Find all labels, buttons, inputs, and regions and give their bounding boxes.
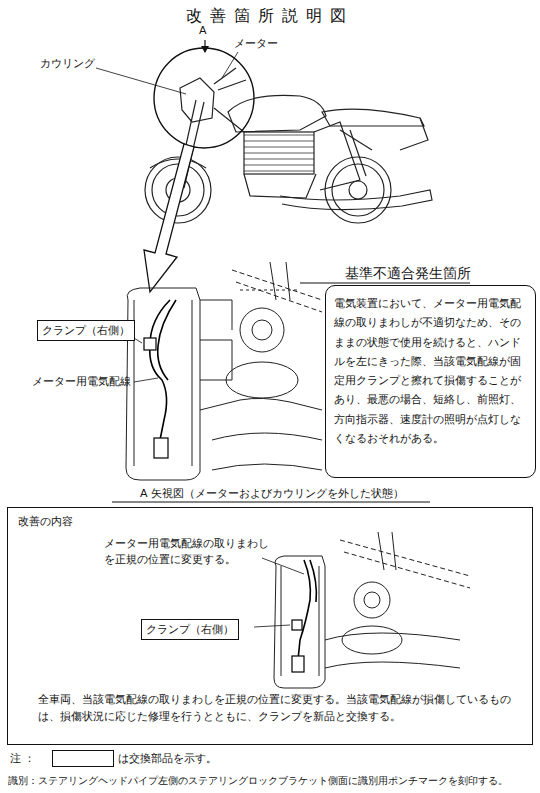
leader-line — [222, 52, 238, 78]
leader-line — [134, 378, 158, 382]
meter-wire — [298, 560, 316, 660]
leader-line — [254, 625, 290, 627]
improved-drawing — [274, 532, 470, 688]
detail-circle — [154, 48, 254, 148]
leader-line — [262, 558, 304, 574]
note-text: 全車両、当該電気配線の取りまわしを正規の位置に変更する。当該電気配線が損傷してい… — [38, 692, 524, 725]
part-label: メーター — [234, 36, 278, 51]
part-label: 識別：ステアリングヘッドパイプ左側のステアリングロックブラケット側面に識別用ポン… — [8, 774, 536, 787]
legend-text: は交換部品を示す。 — [118, 751, 217, 766]
node-box: 改善の内容メーター用電気配線の取りまわしを正規の位置に変更する。全車両、当該電気… — [7, 507, 533, 745]
title: 改善箇所説明図 — [0, 6, 540, 27]
view-a-drawing — [126, 262, 322, 480]
section-heading: 基準不適合発生箇所 — [345, 265, 471, 283]
part-label: カウリング — [40, 56, 95, 71]
section-heading: 改善の内容 — [18, 514, 73, 529]
part-label: 注 ： — [10, 751, 36, 766]
node-box: 基準不適合発生箇所電気装置において、メーター用電気配線の取りまわしが不適切なため… — [300, 263, 536, 480]
callout-text: 電気装置において、メーター用電気配線の取りまわしが不適切なため、そのままの状態で… — [334, 294, 527, 448]
callout-text: メーター用電気配線の取りまわしを正規の位置に変更する。 — [104, 536, 274, 568]
node-box: クランプ（右側） — [37, 320, 135, 341]
part-name: クランプ（右側） — [42, 323, 130, 338]
view-arrow — [144, 144, 194, 292]
legend-swatch — [52, 750, 114, 767]
meter-wire — [150, 300, 176, 440]
leader-line — [96, 68, 186, 94]
part-label: A — [199, 24, 207, 37]
part-label: メーター用電気配線 — [32, 374, 131, 389]
part-label: A 矢視図（メーターおよびカウリングを外した状態） — [112, 486, 432, 501]
node-box: クランプ（右側） — [141, 619, 239, 640]
callout-frame: 電気装置において、メーター用電気配線の取りまわしが不適切なため、そのままの状態で… — [325, 285, 536, 478]
part-name: クランプ（右側） — [146, 622, 234, 637]
